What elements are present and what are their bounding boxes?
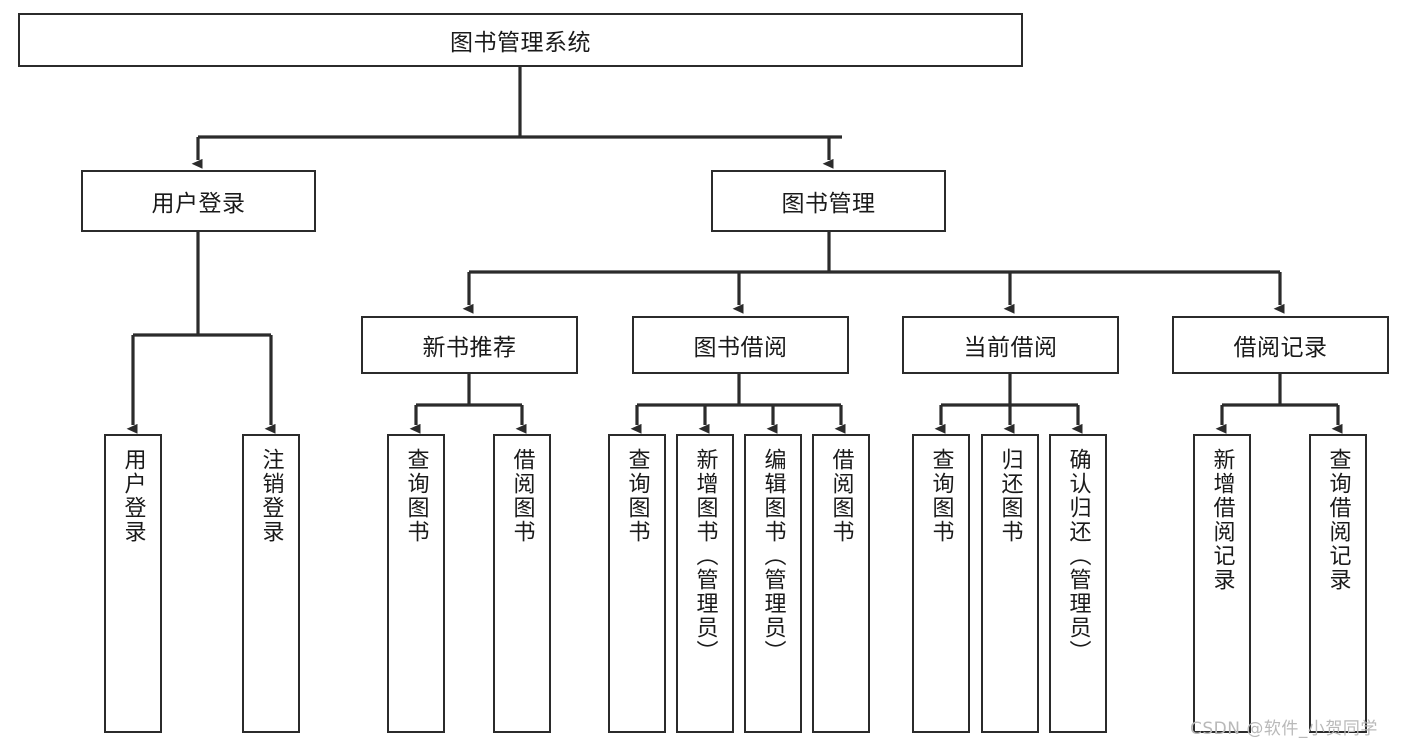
leaf-book-borrow-borrow-book[interactable]: 借阅图书: [812, 434, 870, 733]
node-label: 编辑图书（管理员）: [760, 448, 786, 664]
node-label: 图书管理: [781, 191, 876, 217]
leaf-borrow-record-add-record[interactable]: 新增借阅记录: [1193, 434, 1251, 733]
node-label: 注销登录: [258, 448, 284, 544]
node-label: 借阅图书: [509, 448, 535, 544]
leaf-new-book-query-book[interactable]: 查询图书: [387, 434, 445, 733]
leaf-user-login-login[interactable]: 用户登录: [104, 434, 162, 733]
node-book-borrow[interactable]: 图书借阅: [632, 316, 849, 374]
leaf-current-borrow-confirm-return-admin[interactable]: 确认归还（管理员）: [1049, 434, 1107, 733]
node-label: 用户登录: [151, 191, 246, 217]
node-label: 图书借阅: [693, 335, 788, 361]
node-label: 新增借阅记录: [1209, 448, 1235, 592]
node-label: 查询图书: [928, 448, 954, 544]
leaf-book-borrow-edit-book-admin[interactable]: 编辑图书（管理员）: [744, 434, 802, 733]
node-label: 确认归还（管理员）: [1065, 448, 1091, 664]
node-user-login[interactable]: 用户登录: [81, 170, 316, 232]
leaf-book-borrow-query-book[interactable]: 查询图书: [608, 434, 666, 733]
node-label: 查询借阅记录: [1325, 448, 1351, 592]
leaf-new-book-borrow-book[interactable]: 借阅图书: [493, 434, 551, 733]
node-label: 查询图书: [624, 448, 650, 544]
node-borrow-record[interactable]: 借阅记录: [1172, 316, 1389, 374]
node-root-book-management-system[interactable]: 图书管理系统: [18, 13, 1023, 67]
node-label: 当前借阅: [963, 335, 1058, 361]
node-label: 新增图书（管理员）: [692, 448, 718, 664]
node-label: 查询图书: [403, 448, 429, 544]
leaf-user-login-logout[interactable]: 注销登录: [242, 434, 300, 733]
leaf-borrow-record-query-record[interactable]: 查询借阅记录: [1309, 434, 1367, 733]
node-label: 借阅记录: [1233, 335, 1328, 361]
node-label: 归还图书: [997, 448, 1023, 544]
node-book-management[interactable]: 图书管理: [711, 170, 946, 232]
node-label: 图书管理系统: [450, 30, 591, 56]
node-label: 用户登录: [120, 448, 146, 544]
leaf-current-borrow-query-book[interactable]: 查询图书: [912, 434, 970, 733]
node-label: 新书推荐: [422, 335, 517, 361]
leaf-book-borrow-add-book-admin[interactable]: 新增图书（管理员）: [676, 434, 734, 733]
leaf-current-borrow-return-book[interactable]: 归还图书: [981, 434, 1039, 733]
csdn-watermark: CSDN @软件_小贺同学: [1190, 719, 1378, 739]
node-new-book-recommend[interactable]: 新书推荐: [361, 316, 578, 374]
node-current-borrow[interactable]: 当前借阅: [902, 316, 1119, 374]
node-label: 借阅图书: [828, 448, 854, 544]
